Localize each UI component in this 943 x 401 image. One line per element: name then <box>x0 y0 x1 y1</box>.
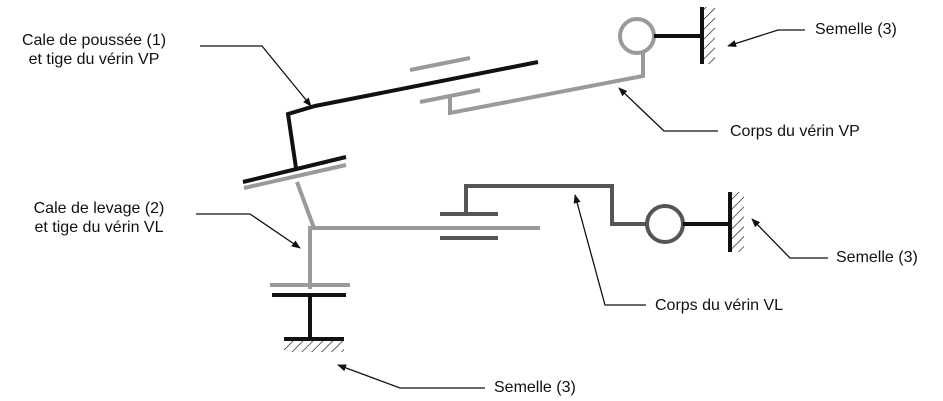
label-cale-poussee: Cale de poussée (1) et tige du vérin VP <box>0 31 188 69</box>
leader-corps-vl <box>573 194 646 306</box>
label-semelle-bottom: Semelle (3) <box>494 379 576 396</box>
cale-levage-rod <box>243 163 540 289</box>
ground-hatch-vl <box>732 192 744 252</box>
corps-verin-vp <box>409 17 656 116</box>
label-cale-levage: Cale de levage (2) et tige du vérin VL <box>6 199 192 237</box>
leader-semelle-bottom <box>337 364 485 389</box>
label-semelle-right: Semelle (3) <box>836 249 918 266</box>
vl-ground-link <box>683 192 732 252</box>
ground-hatch-vp <box>704 7 715 64</box>
leader-semelle-top <box>727 29 805 47</box>
label-corps-vp: Corps du vérin VP <box>730 123 860 140</box>
leader-corps-vp <box>618 87 718 132</box>
cale-poussee-rod <box>242 60 539 184</box>
corps-verin-vl <box>440 184 685 244</box>
bottom-ground-link <box>272 293 346 341</box>
label-semelle-top: Semelle (3) <box>815 21 897 38</box>
label-corps-vl: Corps du vérin VL <box>655 297 784 314</box>
ground-hatch-bottom <box>284 341 344 352</box>
leader-cale-poussee <box>200 45 312 107</box>
label-cale-levage-line1: Cale de levage (2) <box>33 200 165 217</box>
label-cale-poussee-line2: et tige du vérin VP <box>28 51 160 68</box>
label-cale-levage-line2: et tige du vérin VL <box>34 219 164 236</box>
vp-ground-link <box>654 7 704 64</box>
label-cale-poussee-line1: Cale de poussée (1) <box>21 32 167 49</box>
leader-semelle-right <box>751 218 828 259</box>
leader-cale-levage <box>196 213 301 249</box>
